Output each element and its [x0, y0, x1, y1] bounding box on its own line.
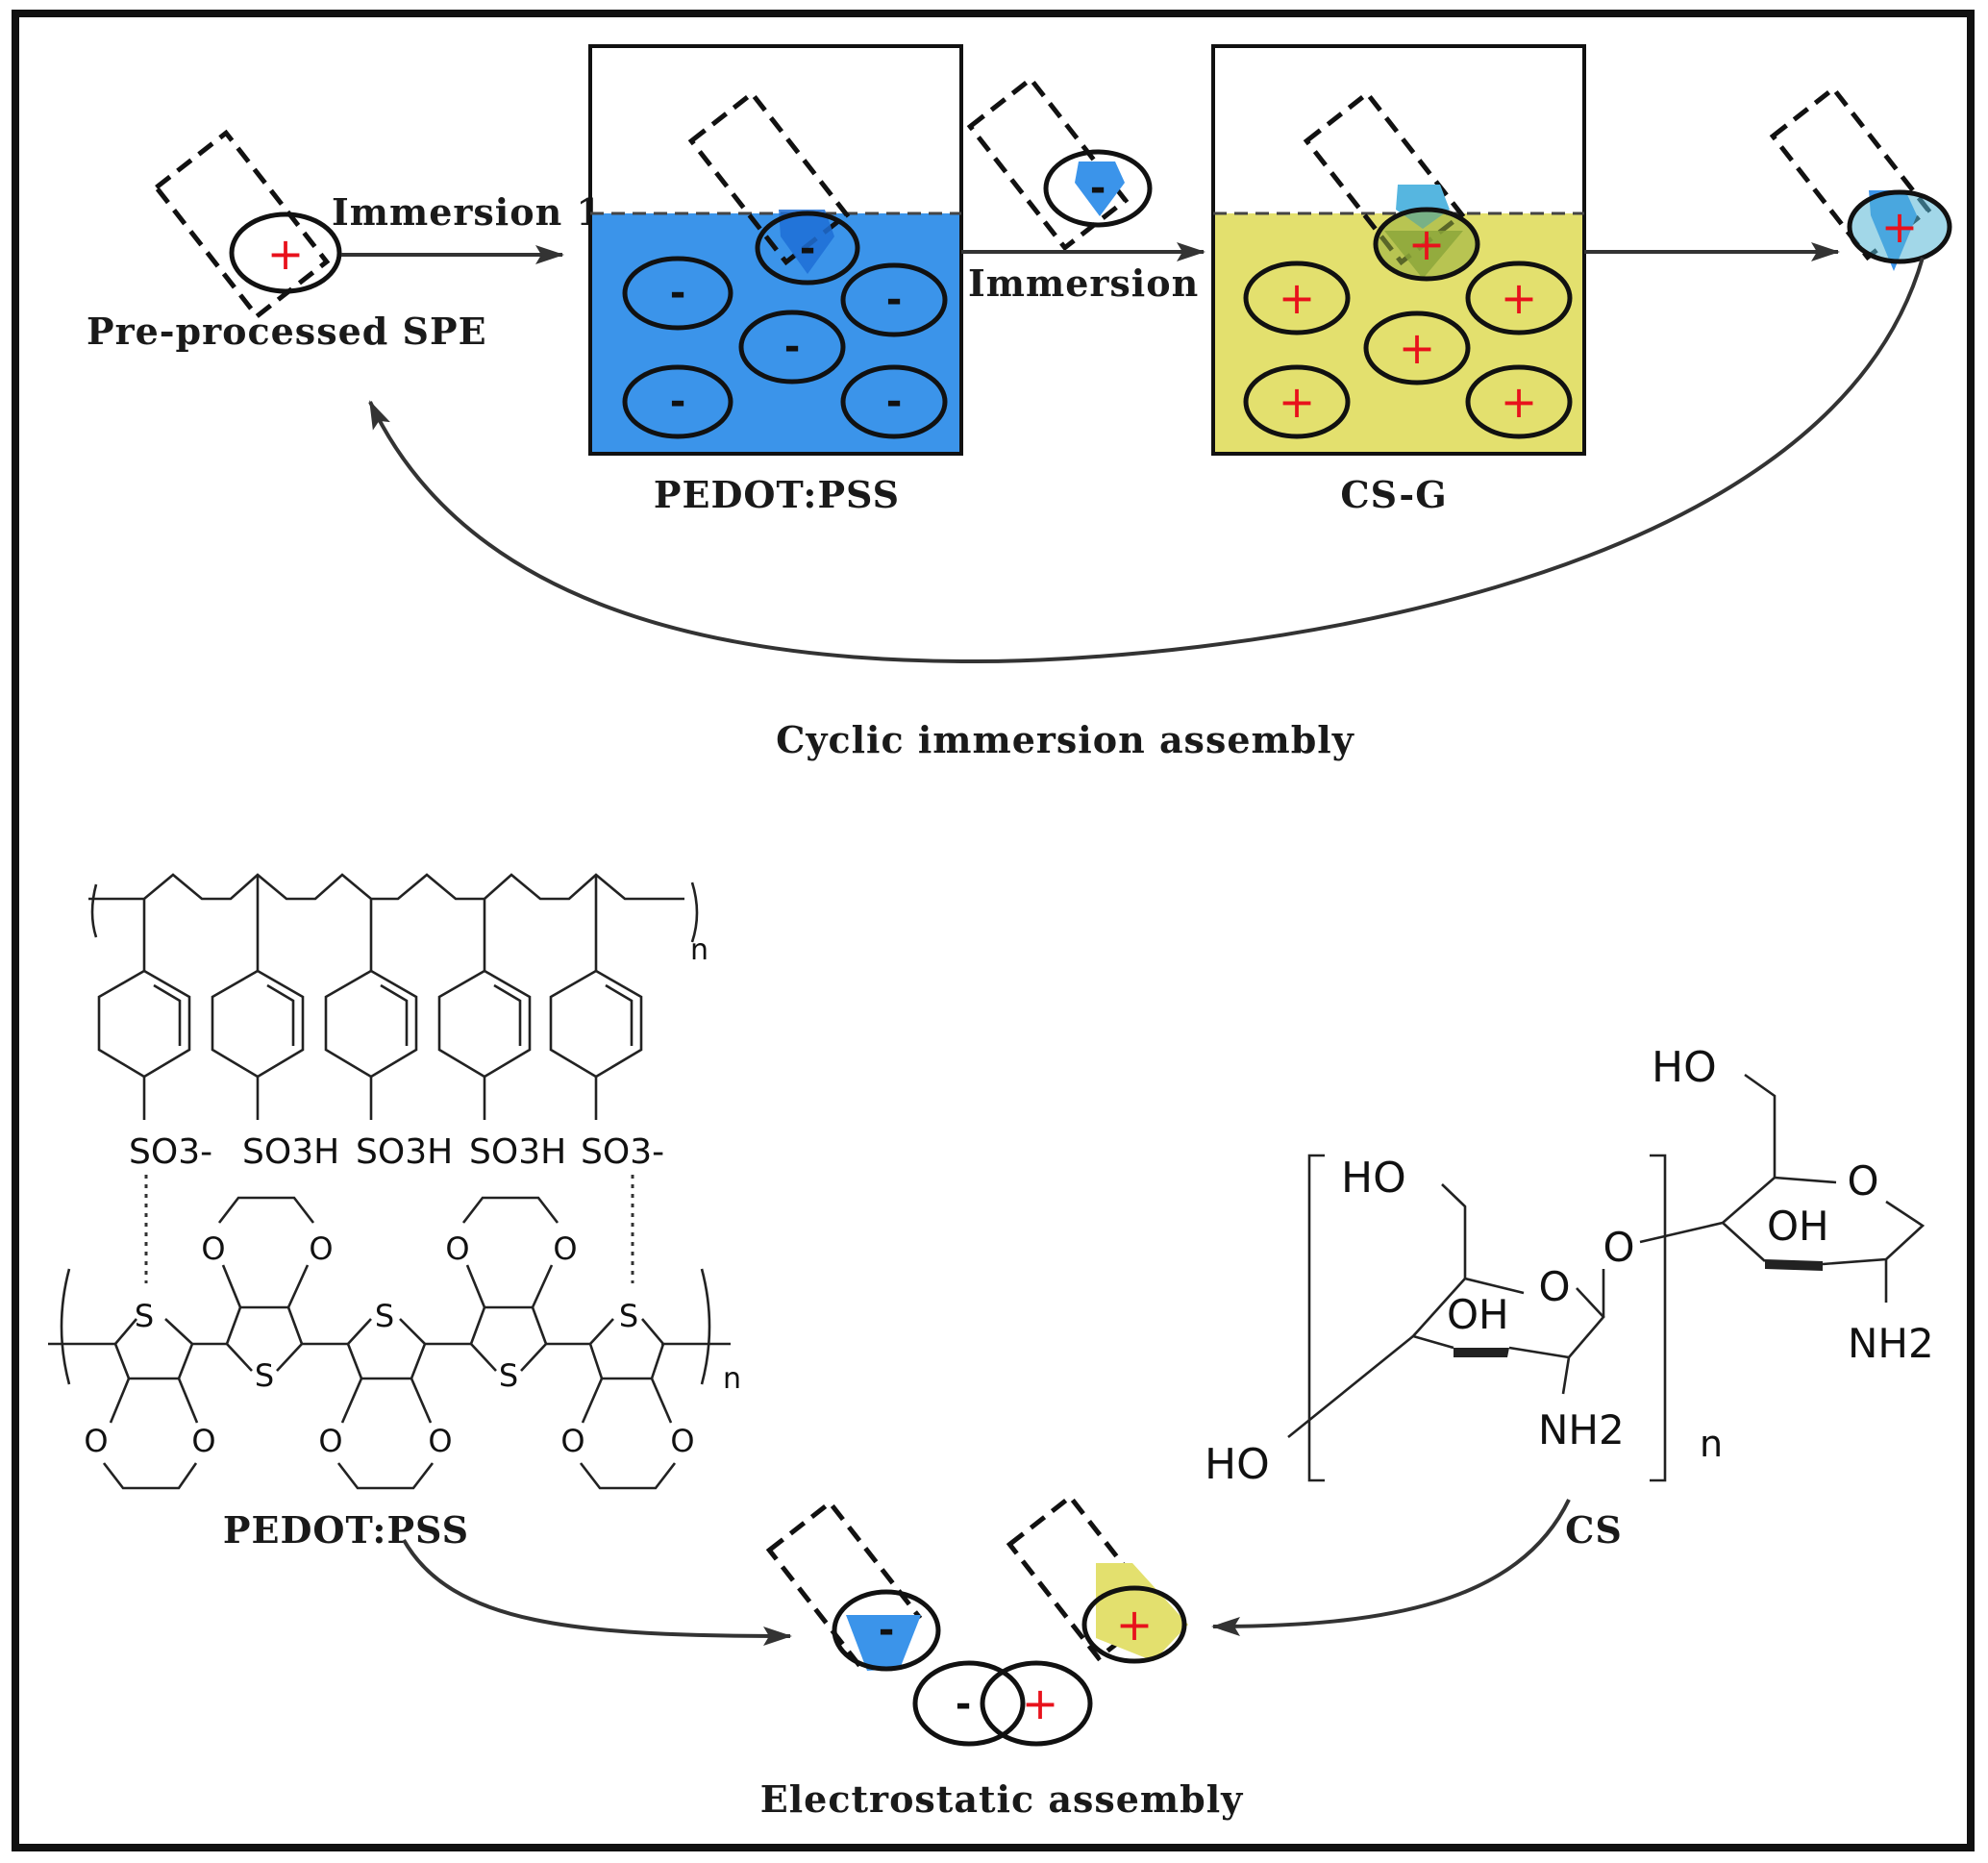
- phenyl-ring: [211, 875, 305, 1120]
- sulfonate-label: SO3H: [469, 1132, 566, 1172]
- svg-text:NH2: NH2: [1848, 1320, 1934, 1367]
- svg-text:-: -: [886, 278, 903, 322]
- outer-frame: [12, 10, 1975, 1851]
- svg-text:NH2: NH2: [1538, 1406, 1625, 1453]
- csg-particle: +: [1363, 310, 1471, 385]
- svg-text:-: -: [886, 380, 903, 424]
- svg-text:+: +: [1116, 1599, 1154, 1651]
- pedot-particle: -: [840, 364, 948, 439]
- svg-text:O: O: [201, 1230, 225, 1267]
- svg-text:+: +: [1501, 376, 1538, 428]
- pedot-particle: -: [840, 262, 948, 337]
- pre-processed-electrode: +: [153, 129, 342, 320]
- thiophene-unit: S O O: [201, 1196, 334, 1394]
- svg-text:-: -: [1090, 166, 1106, 211]
- csg-beaker-label: CS-G: [1340, 473, 1447, 516]
- pedot-beaker: - - - - - -: [588, 44, 963, 456]
- svg-text:O: O: [1538, 1263, 1570, 1310]
- csg-particle: +: [1465, 261, 1573, 335]
- pedot-particle: -: [622, 256, 733, 331]
- svg-text:-: -: [879, 1608, 895, 1652]
- pedot-particle: -: [622, 364, 733, 439]
- electrostatic-assembly-label: Electrostatic assembly: [760, 1777, 1243, 1821]
- thiophene-unit: S O O: [84, 1298, 216, 1490]
- svg-text:+: +: [1501, 272, 1538, 324]
- svg-text:-: -: [956, 1682, 972, 1726]
- svg-text:-: -: [670, 380, 686, 424]
- ion-pair-icon: - +: [912, 1660, 1093, 1747]
- pedot-beaker-label: PEDOT:PSS: [654, 473, 900, 516]
- svg-text:O: O: [670, 1423, 694, 1459]
- phenyl-ring: [437, 899, 532, 1120]
- svg-text:O: O: [1603, 1224, 1634, 1271]
- phenyl-ring: [97, 899, 191, 1120]
- sulfonate-label: SO3-: [129, 1132, 212, 1172]
- svg-text:O: O: [1847, 1157, 1878, 1205]
- sulfonate-label: SO3H: [242, 1132, 339, 1172]
- cs-to-electrode-arrow: [1211, 1499, 1571, 1636]
- svg-text:O: O: [309, 1230, 333, 1267]
- csg-particle: +: [1243, 364, 1351, 439]
- pre-processed-label: Pre-processed SPE: [87, 310, 487, 353]
- positive-electrode: +: [1006, 1493, 1188, 1664]
- svg-text:+: +: [1399, 322, 1436, 374]
- cyclic-assembly-label: Cyclic immersion assembly: [776, 718, 1354, 761]
- pedot-particle: -: [738, 310, 846, 385]
- beaker-electrode-sign: -: [800, 227, 816, 271]
- negative-electrode: -: [765, 1499, 941, 1672]
- electrode-charge-sign: +: [267, 228, 305, 280]
- svg-text:+: +: [1881, 201, 1919, 253]
- phenyl-ring: [549, 875, 643, 1120]
- csg-particle: +: [1243, 261, 1351, 335]
- svg-text:O: O: [191, 1423, 215, 1459]
- final-electrode: +: [1769, 85, 1952, 271]
- svg-text:+: +: [1408, 218, 1446, 270]
- svg-text:S: S: [375, 1298, 394, 1334]
- svg-text:HO: HO: [1341, 1154, 1406, 1203]
- thiophene-unit: S O O: [445, 1196, 578, 1394]
- cs-structure-label: CS: [1565, 1508, 1623, 1552]
- svg-text:n: n: [690, 933, 708, 967]
- svg-text:O: O: [318, 1423, 342, 1459]
- immersion1-label: Immersion 1: [332, 190, 603, 234]
- svg-text:-: -: [784, 325, 801, 369]
- svg-text:+: +: [1022, 1677, 1059, 1729]
- svg-text:O: O: [84, 1423, 108, 1459]
- svg-text:O: O: [445, 1230, 469, 1267]
- svg-text:O: O: [560, 1423, 584, 1459]
- svg-text:S: S: [619, 1298, 638, 1334]
- svg-text:HO: HO: [1652, 1043, 1717, 1092]
- svg-text:HO: HO: [1205, 1440, 1270, 1489]
- pedot-to-electrode-arrow: [402, 1539, 792, 1646]
- svg-text:S: S: [499, 1357, 518, 1394]
- svg-text:+: +: [1279, 272, 1316, 324]
- svg-text:S: S: [135, 1298, 154, 1334]
- svg-text:-: -: [670, 271, 686, 315]
- svg-text:OH: OH: [1447, 1291, 1509, 1338]
- pedot-pss-structure: n: [48, 873, 741, 1490]
- sulfonate-label: SO3-: [581, 1132, 664, 1172]
- phenyl-ring: [324, 899, 418, 1120]
- cyclic-return-arrow: [368, 257, 1925, 664]
- svg-text:n: n: [1700, 1423, 1723, 1465]
- csg-particle: +: [1465, 364, 1573, 439]
- svg-text:S: S: [255, 1357, 274, 1394]
- thiophene-unit: S O O: [318, 1298, 453, 1490]
- thiophene-unit: S O O: [560, 1298, 695, 1490]
- pedot-structure-label: PEDOT:PSS: [223, 1508, 469, 1552]
- chitosan-structure: n HO O OH NH2 HO O HO O OH NH2: [1205, 1043, 1934, 1489]
- svg-text:+: +: [1279, 376, 1316, 428]
- transfer-electrode-negative: -: [966, 75, 1153, 252]
- immersion2-label: Immersion 2: [968, 261, 1239, 305]
- svg-text:O: O: [428, 1423, 452, 1459]
- svg-text:OH: OH: [1767, 1203, 1829, 1250]
- svg-text:n: n: [723, 1362, 741, 1396]
- sulfonate-label: SO3H: [356, 1132, 453, 1172]
- svg-text:O: O: [553, 1230, 577, 1267]
